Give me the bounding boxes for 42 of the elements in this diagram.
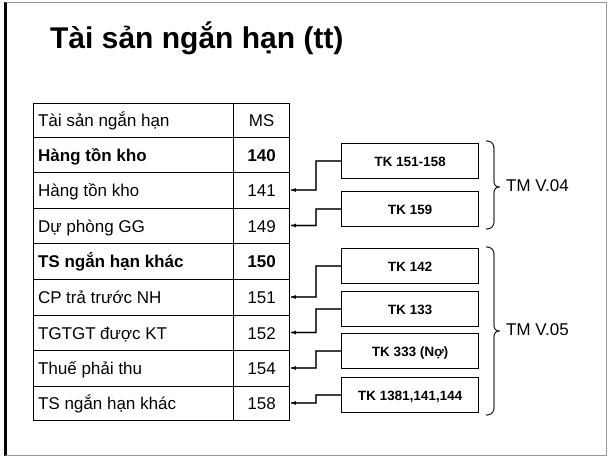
arrow — [291, 308, 341, 334]
arrow — [291, 208, 341, 228]
table-row — [33, 386, 290, 421]
item-name: TGTGT được KT — [34, 316, 234, 350]
item-name: Hàng tồn kho — [34, 138, 234, 172]
table-row — [33, 137, 290, 173]
table-row — [33, 208, 290, 244]
table-row — [33, 315, 290, 351]
item-code: 141 — [246, 180, 277, 202]
arrow — [291, 350, 341, 370]
item-name: TS ngắn hạn khác — [34, 244, 234, 279]
item-name: Dự phòng GG — [34, 209, 234, 243]
account-box: TK 333 (Nợ) — [341, 333, 479, 369]
item-name: CP trả trước NH — [34, 280, 234, 315]
item-name: Thuế phải thu — [34, 351, 234, 386]
account-box: TK 151-158 — [341, 143, 479, 179]
arrow — [291, 394, 341, 405]
item-code: 151 — [246, 287, 277, 309]
slide-title: Tài sản ngắn hạn (tt) — [50, 22, 344, 56]
table-row — [33, 172, 290, 209]
item-code: MS — [248, 110, 276, 132]
table-row — [33, 350, 290, 387]
item-code: 158 — [246, 393, 277, 415]
table-row — [33, 243, 290, 280]
item-name: TS ngắn hạn khác — [34, 387, 234, 420]
account-box: TK 133 — [341, 291, 479, 327]
arrow — [291, 160, 341, 192]
item-code: 140 — [246, 145, 277, 167]
note-label: TM V.04 — [506, 176, 569, 196]
item-code: 149 — [246, 216, 277, 238]
item-code: 152 — [246, 323, 277, 345]
item-code: 154 — [246, 358, 277, 380]
item-name: Tài sản ngắn hạn — [34, 104, 234, 137]
account-box: TK 1381,141,144 — [341, 377, 479, 413]
table-row — [33, 279, 290, 316]
arrow — [291, 265, 341, 299]
account-box: TK 159 — [341, 191, 479, 227]
item-code: 150 — [246, 251, 277, 273]
note-label: TM V.05 — [506, 320, 569, 340]
item-name: Hàng tồn kho — [34, 173, 234, 208]
table-row — [33, 103, 290, 138]
account-box: TK 142 — [341, 248, 479, 284]
